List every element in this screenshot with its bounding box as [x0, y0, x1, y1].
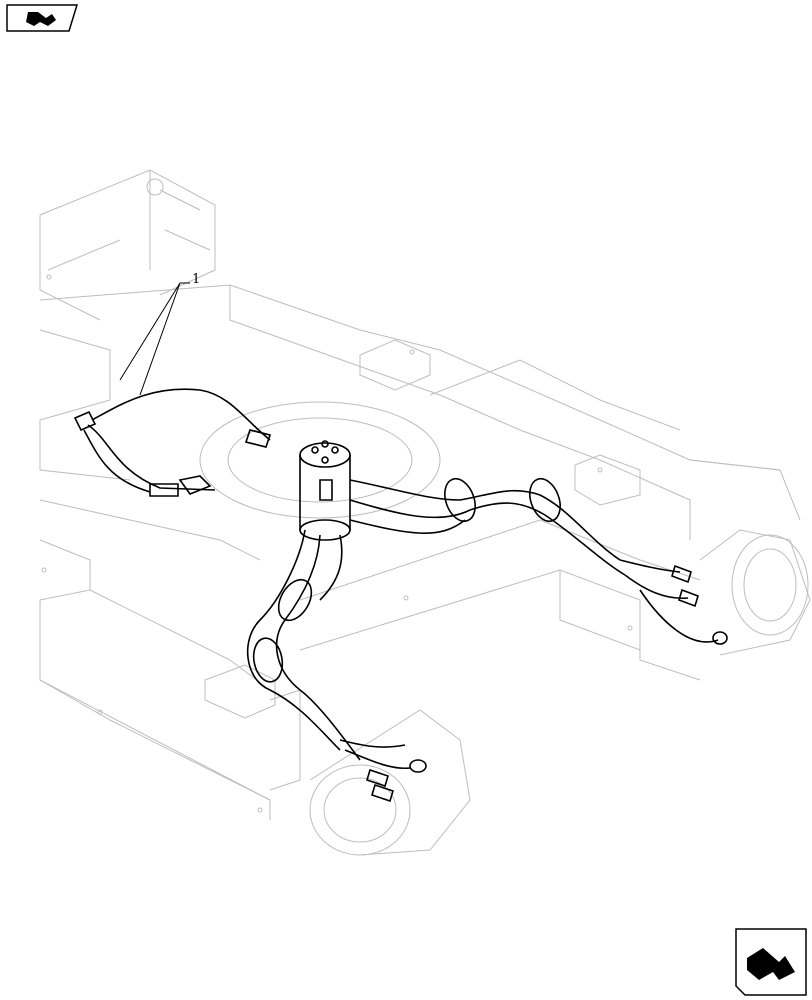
callout-1: 1 [119, 272, 200, 396]
callout-leader-line [119, 282, 190, 396]
chassis-frame [39, 169, 811, 856]
previous-page-icon[interactable] [6, 4, 78, 32]
callout-number: 1 [192, 272, 200, 287]
hydraulic-hoses [73, 388, 728, 803]
next-page-icon[interactable] [735, 928, 807, 996]
